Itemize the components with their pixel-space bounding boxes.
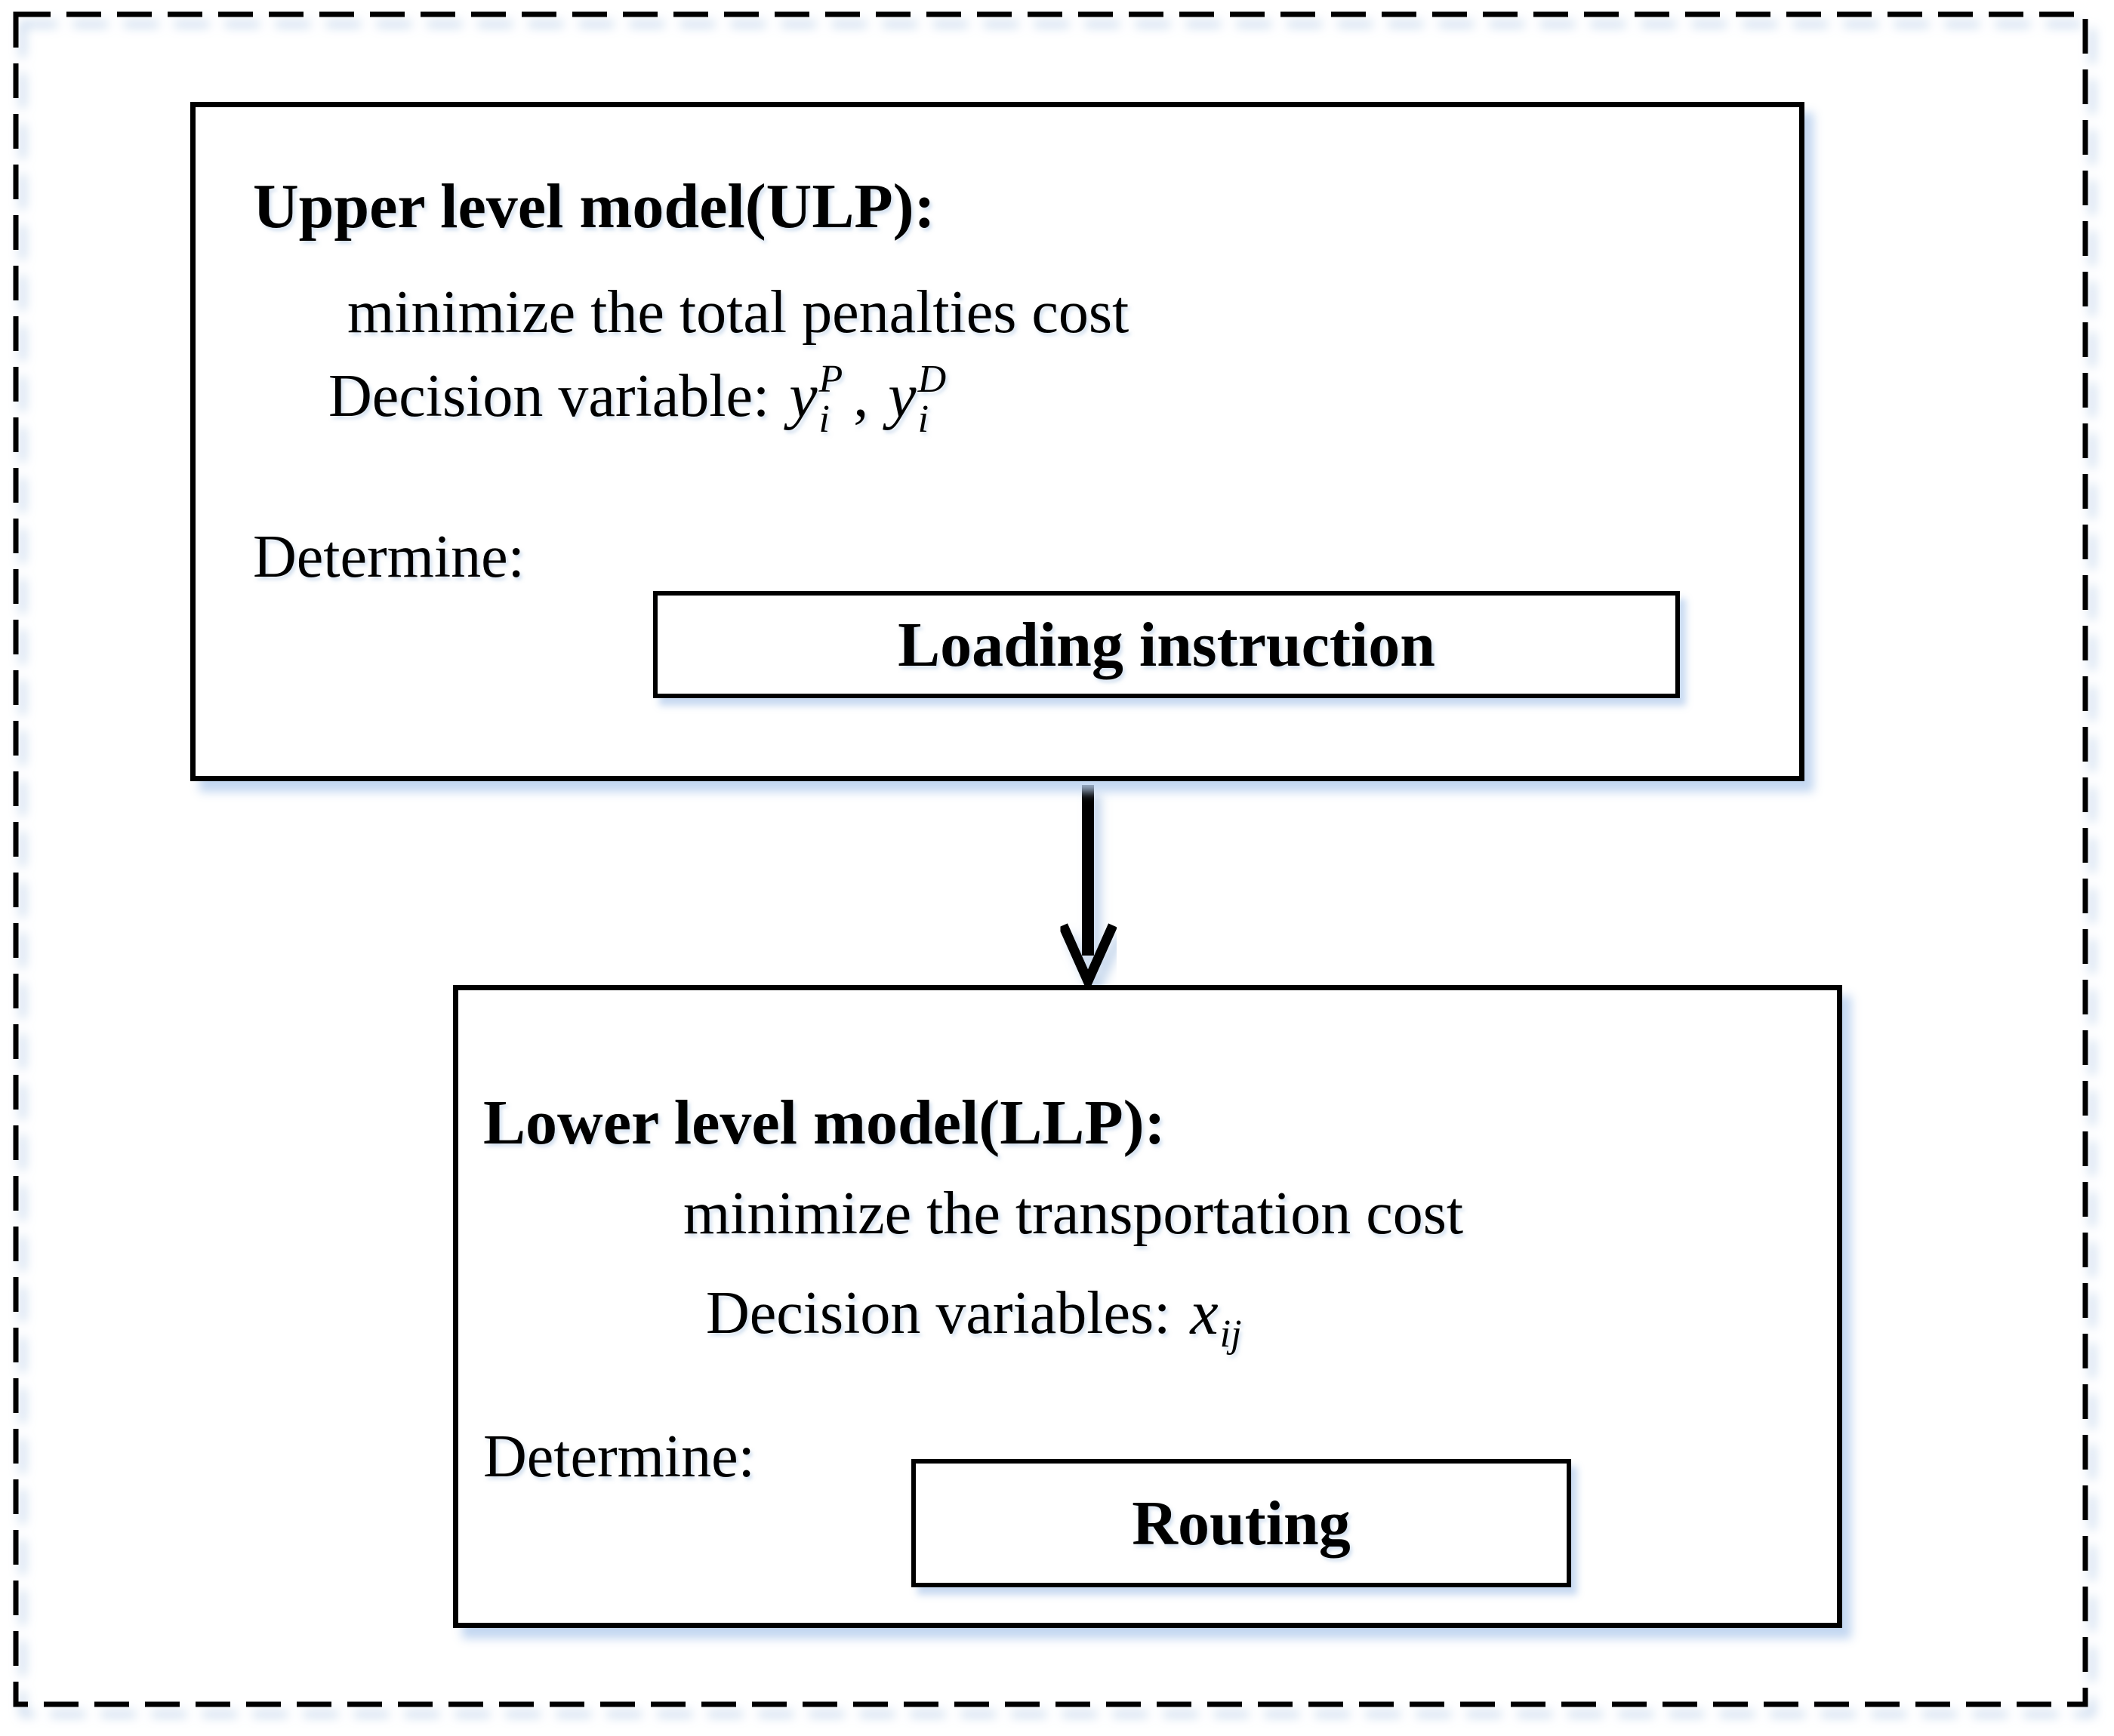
lower-determine-label: Determine: — [483, 1424, 755, 1490]
routing-box: Routing — [911, 1459, 1571, 1587]
variable-separator: , — [853, 363, 869, 430]
upper-level-box: Upper level model(ULP): minimize the tot… — [190, 102, 1804, 781]
variable-y-pickup-scripts: P i — [819, 359, 843, 439]
upper-box-title: Upper level model(ULP): — [253, 171, 935, 242]
lower-objective: minimize the transportation cost — [683, 1180, 1464, 1247]
loading-instruction-box: Loading instruction — [653, 591, 1680, 698]
subscript-i: i — [818, 398, 830, 442]
upper-objective: minimize the total penalties cost — [347, 279, 1129, 346]
upper-decision-label: Decision variable: — [328, 363, 770, 430]
superscript-D: D — [917, 358, 947, 401]
variable-y-pickup: y P i — [789, 358, 843, 442]
upper-decision-line: Decision variable: y P i , y D i — [328, 356, 947, 442]
subscript-i: i — [917, 398, 929, 442]
lower-box-title: Lower level model(LLP): — [483, 1088, 1166, 1158]
variable-y-delivery: y D i — [888, 358, 947, 442]
down-arrow-head — [1059, 923, 1117, 993]
superscript-P: P — [818, 358, 843, 401]
upper-determine-label: Determine: — [253, 524, 525, 590]
lower-level-box: Lower level model(LLP): minimize the tra… — [453, 985, 1842, 1628]
down-arrow — [1059, 785, 1117, 993]
variable-y-delivery-scripts: D i — [918, 359, 947, 439]
routing-label: Routing — [1132, 1488, 1351, 1559]
variable-x-routing: x ij — [1190, 1278, 1242, 1356]
lower-decision-label: Decision variables: — [706, 1280, 1171, 1347]
subscript-ij: ij — [1219, 1313, 1242, 1356]
loading-instruction-label: Loading instruction — [898, 609, 1435, 680]
lower-decision-line: Decision variables: x ij — [706, 1278, 1242, 1356]
